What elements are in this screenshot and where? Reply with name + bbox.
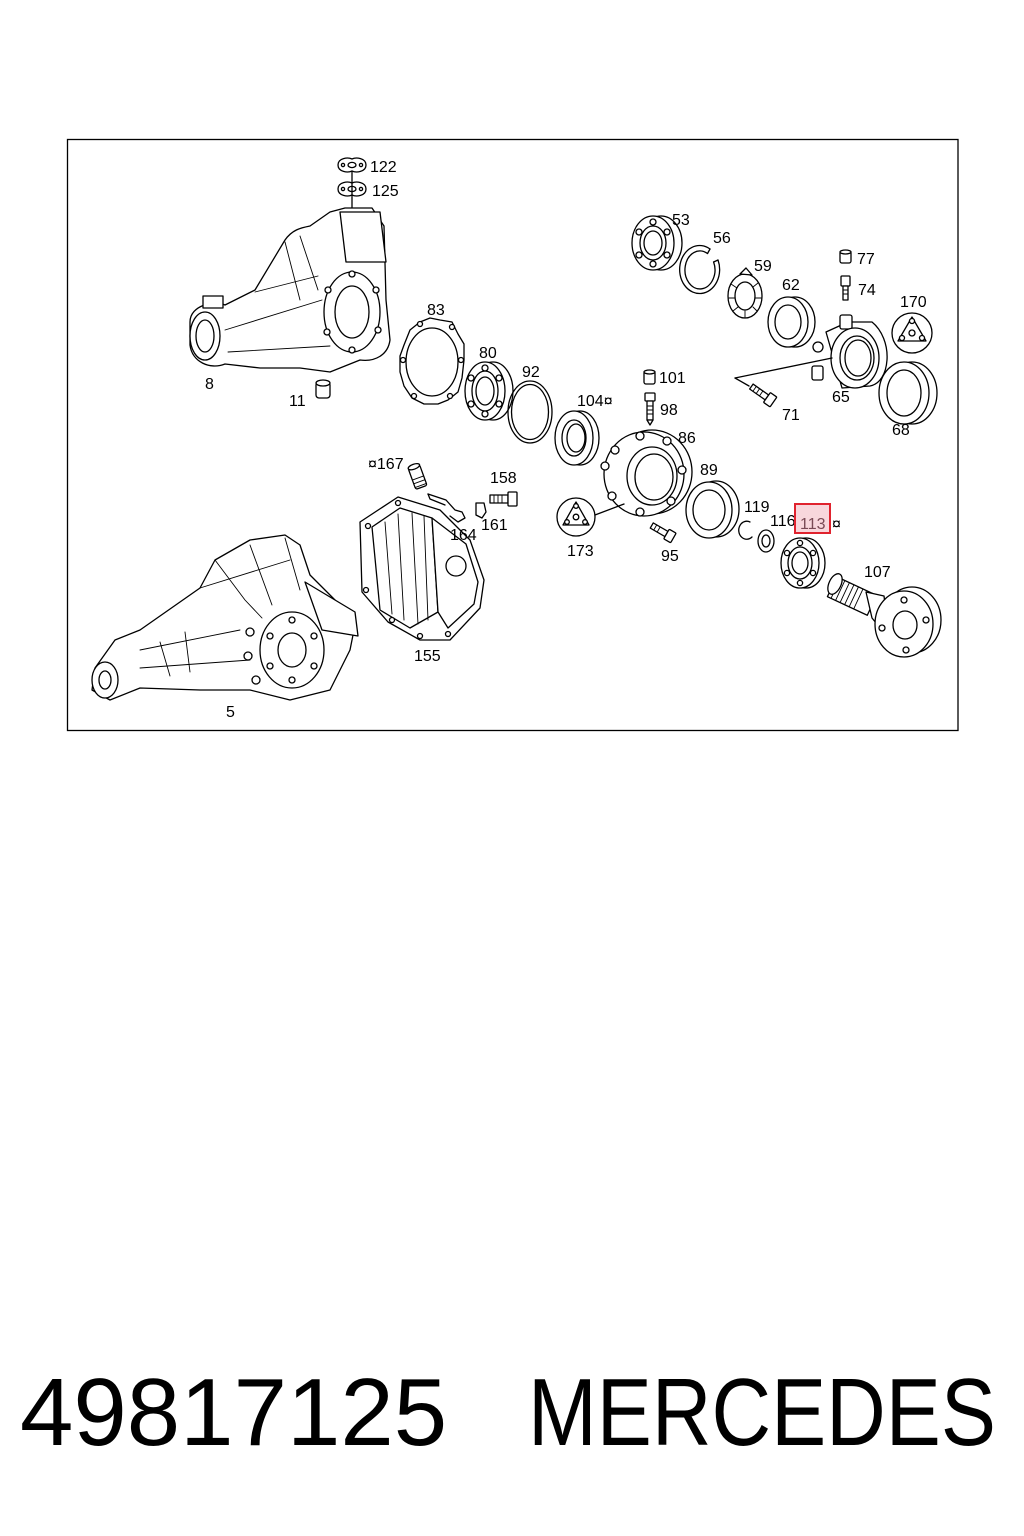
callout-5: 5	[226, 704, 235, 721]
callout-77: 77	[857, 251, 875, 268]
part-8-axle-housing	[189, 207, 391, 373]
part-53-ball-bearing	[631, 215, 683, 271]
callout-161: 161	[481, 517, 508, 534]
part-5-differential-assembly	[91, 534, 359, 701]
callout-62: 62	[782, 277, 800, 294]
callout-92: 92	[522, 364, 540, 381]
callout-116: 116	[770, 513, 796, 530]
footer-part-number: 49817125	[20, 1359, 448, 1466]
part-59-lock-washer	[727, 267, 763, 319]
callout-80: 80	[479, 345, 497, 362]
callout-71: 71	[782, 407, 800, 424]
callout-125: 125	[372, 183, 399, 200]
part-104-seal	[554, 410, 600, 466]
part-11-plug	[315, 379, 331, 399]
part-83-gasket	[399, 317, 465, 405]
part-56-snap-ring	[679, 244, 721, 295]
part-119-clip	[738, 520, 753, 540]
part-125-gasket	[337, 181, 367, 197]
part-113-ball-bearing	[780, 537, 826, 589]
part-122-gasket	[337, 157, 367, 173]
callout-158: 158	[490, 470, 517, 487]
callout-83: 83	[427, 302, 445, 319]
part-173-triangle-disc	[556, 497, 596, 537]
part-68-seal-ring	[878, 361, 938, 425]
highlight-box-113[interactable]	[794, 503, 831, 534]
callout-170: 170	[900, 294, 927, 311]
callout-11: 11	[289, 393, 306, 410]
part-77-cap	[839, 249, 852, 264]
callout-167: ¤167	[368, 456, 404, 473]
part-167-breather	[407, 462, 428, 490]
part-170-triangle-disc	[891, 312, 933, 354]
callout-173: 173	[567, 543, 594, 560]
callout-68: 68	[892, 422, 910, 439]
part-161-clip	[475, 502, 487, 519]
callout-104: 104¤	[577, 393, 613, 410]
part-101-cap	[643, 369, 656, 385]
leader-line-65	[734, 357, 833, 379]
callout-113-mark: ¤	[832, 516, 841, 533]
part-95-bolt	[649, 522, 677, 544]
callout-59: 59	[754, 258, 772, 275]
diagram-frame	[66, 138, 959, 732]
callout-98: 98	[660, 402, 678, 419]
part-92-ring	[507, 380, 553, 444]
callout-56: 56	[713, 230, 731, 247]
callout-53: 53	[672, 212, 690, 229]
callout-119: 119	[744, 499, 770, 516]
callout-155: 155	[414, 648, 441, 665]
exploded-parts-diagram: 122 125 53 56 59 62 77 74 170 83 80 92 1…	[66, 138, 959, 732]
callout-8: 8	[205, 376, 214, 393]
part-71-bolt	[748, 383, 778, 408]
part-86-bearing-housing	[600, 429, 693, 517]
part-155-housing-cover	[359, 496, 485, 641]
callout-164: 164	[450, 527, 477, 544]
part-116-washer	[757, 529, 775, 553]
part-74-bleeder-bolt	[840, 275, 851, 301]
part-164-bracket	[427, 493, 466, 523]
callout-74: 74	[858, 282, 876, 299]
callout-113-highlighted[interactable]: 113	[800, 516, 826, 533]
part-89-seal	[685, 480, 740, 539]
part-62-seal	[767, 296, 816, 348]
part-80-ball-bearing	[464, 361, 514, 421]
part-158-bolt	[489, 491, 518, 507]
part-107-flange-shaft	[826, 573, 942, 658]
callout-95: 95	[661, 548, 679, 565]
leader-line-71	[734, 377, 750, 387]
part-98-bleeder-bolt	[644, 392, 656, 426]
callout-65: 65	[832, 389, 850, 406]
callout-101: 101	[659, 370, 686, 387]
leader-line-173	[594, 503, 625, 516]
callout-89: 89	[700, 462, 718, 479]
callout-122: 122	[370, 159, 397, 176]
callout-107: 107	[864, 564, 891, 581]
part-65-slave-cylinder-housing	[811, 314, 888, 389]
footer-brand: MERCEDES	[528, 1359, 996, 1466]
callout-86: 86	[678, 430, 696, 447]
